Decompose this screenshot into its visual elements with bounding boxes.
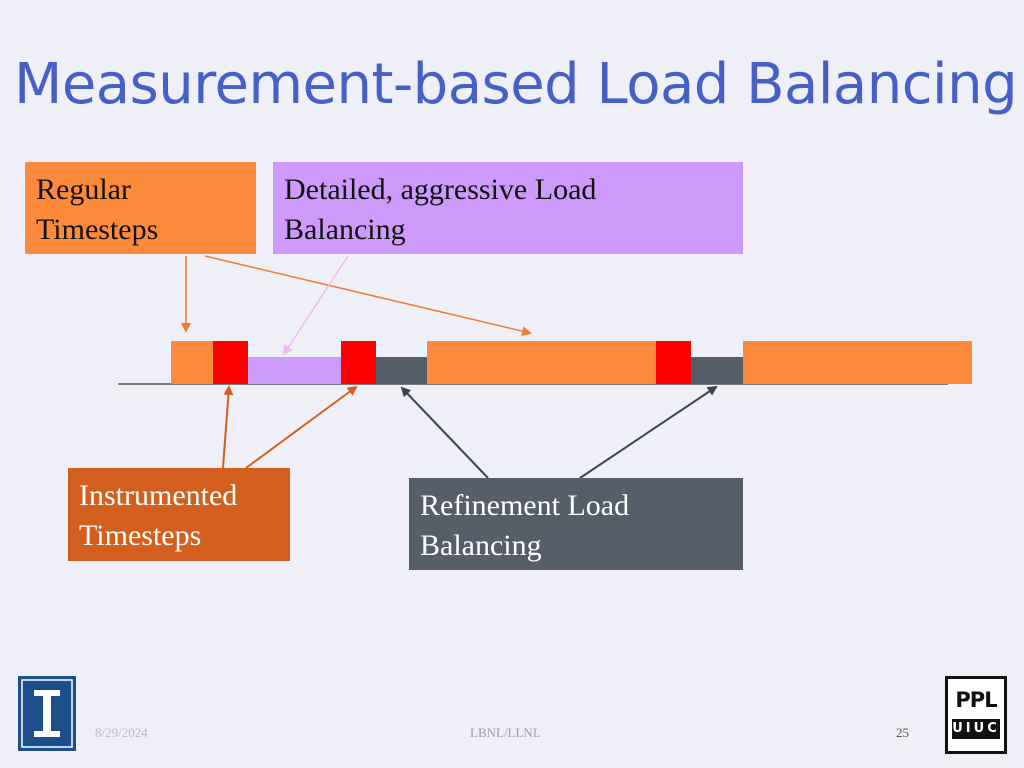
footer-date: 8/29/2024 — [95, 725, 148, 740]
detailed-line1: Detailed, aggressive Load — [284, 173, 597, 206]
ppl-logo-top: PPL — [955, 688, 997, 712]
ppl-logo-bottom: UIUC — [952, 719, 1000, 739]
detailed-lb-label: Detailed, aggressive Load Balancing — [273, 162, 743, 254]
instrumented-line2: Timesteps — [79, 519, 202, 552]
arrow-detailed — [282, 255, 349, 356]
regular-line2: Timesteps — [36, 213, 159, 246]
arrow-instr-2 — [245, 385, 358, 469]
university-logo-icon — [18, 676, 76, 751]
detailed-lb-segment — [248, 357, 342, 384]
instrumented-line1: Instrumented — [79, 479, 238, 512]
detailed-line2: Balancing — [284, 213, 406, 246]
refinement-line2: Balancing — [420, 529, 542, 562]
regular-segment — [743, 341, 972, 384]
refinement-lb-label: Refinement Load Balancing — [409, 478, 743, 570]
refinement-line1: Refinement Load — [420, 489, 630, 522]
arrow-refine-1 — [400, 386, 489, 479]
ppl-logo-icon: PPL UIUC — [945, 676, 1007, 754]
refinement-lb-segment — [376, 357, 427, 384]
arrow-instr-1 — [222, 385, 234, 469]
instrumented-timesteps-label: Instrumented Timesteps — [68, 468, 290, 561]
regular-segment — [427, 341, 658, 384]
regular-line1: Regular — [36, 173, 131, 206]
arrow-refine-2 — [579, 385, 718, 479]
instrumented-marker — [656, 341, 691, 384]
regular-timesteps-label: Regular Timesteps — [25, 162, 256, 254]
regular-segment — [171, 341, 214, 384]
refinement-lb-segment — [691, 357, 743, 384]
instrumented-marker — [341, 341, 376, 384]
arrow-regular-2 — [204, 255, 532, 337]
instrumented-marker — [213, 341, 248, 384]
footer-center-text: LBNL/LLNL — [470, 725, 541, 740]
slide-title: Measurement-based Load Balancing — [14, 52, 1018, 117]
page-number: 25 — [896, 725, 909, 740]
